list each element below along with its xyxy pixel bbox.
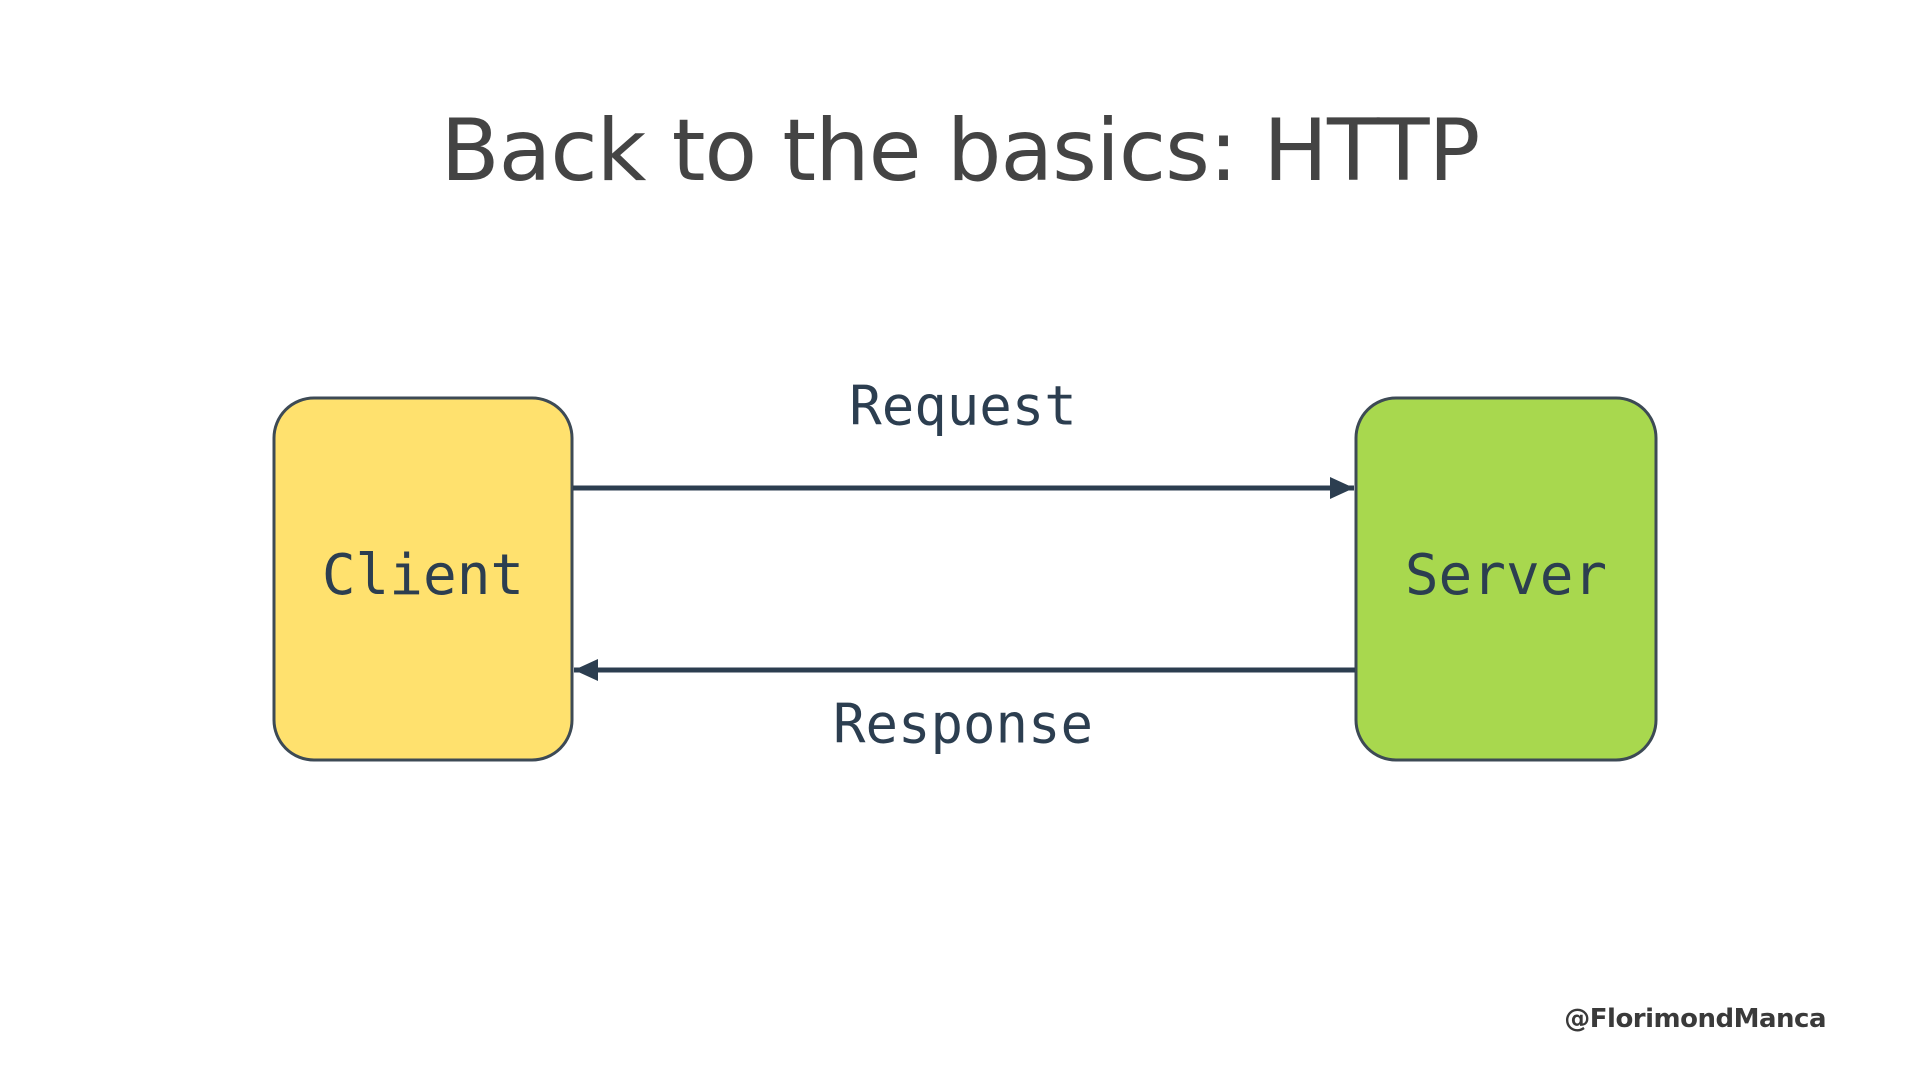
author-handle: @FlorimondManca: [1564, 1004, 1826, 1034]
response-arrowhead: [574, 659, 598, 681]
slide-title: Back to the basics: HTTP: [440, 101, 1481, 201]
response-label: Response: [833, 693, 1093, 756]
client-node: Client: [272, 396, 574, 762]
server-label: Server: [1405, 543, 1607, 608]
client-box: [272, 396, 574, 762]
client-label: Client: [322, 543, 524, 608]
request-arrowhead: [1330, 477, 1354, 499]
response-edge: Response: [574, 659, 1355, 756]
server-box: [1354, 396, 1658, 762]
server-node: Server: [1354, 396, 1658, 762]
request-edge: Request: [573, 375, 1354, 499]
request-label: Request: [849, 375, 1077, 438]
